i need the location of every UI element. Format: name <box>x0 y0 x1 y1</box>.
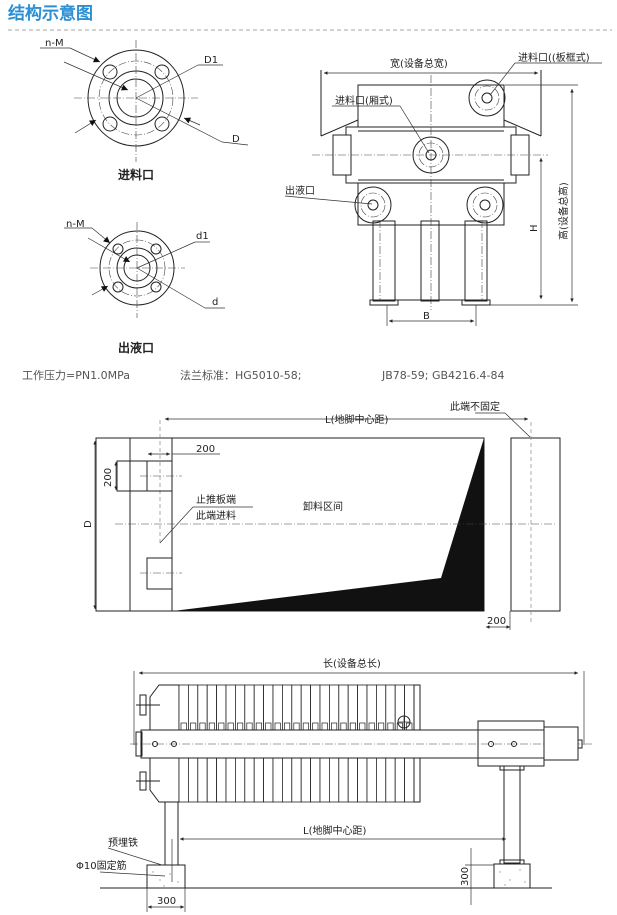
dim-300-height: 300 <box>460 867 471 886</box>
plate-handle <box>349 722 356 731</box>
plate-handle <box>387 722 394 731</box>
plate-handle <box>218 722 225 731</box>
plan-view-drawing <box>93 412 561 630</box>
plate-handle <box>274 722 281 731</box>
plate-handle <box>340 722 347 731</box>
feed-flange-drawing <box>40 40 249 162</box>
dim-200-top: 200 <box>196 444 215 455</box>
front-view-drawing <box>284 62 602 326</box>
feed-end-label: 此端进料 <box>196 509 236 522</box>
left-foundation-block <box>146 864 186 889</box>
plate-handle <box>359 722 366 731</box>
dim-200-side: 200 <box>103 468 114 487</box>
plate-handle <box>237 722 244 731</box>
total-length-label: 长(设备总长) <box>323 657 381 670</box>
right-foundation-block <box>493 863 531 889</box>
feed-outer-label: D <box>232 134 240 145</box>
spec-other-standards: JB78-59; GB4216.4-84 <box>381 369 504 382</box>
side-view-drawing <box>99 671 592 912</box>
plate-handle <box>199 722 206 731</box>
dim-300-width: 300 <box>157 896 176 907</box>
feed-bolt-circle-label: D1 <box>204 55 218 66</box>
plate-handle <box>284 722 291 731</box>
outlet-outer-label: d <box>212 297 218 308</box>
feed-flange-caption: 进料口 <box>118 167 154 182</box>
discharge-wedge <box>173 438 484 611</box>
height-label: H <box>529 224 540 232</box>
plan-footing-distance-label: L(地脚中心距) <box>325 413 388 426</box>
total-height-label: 高(设备总高) <box>557 182 570 240</box>
thrust-end-label: 止推板端 <box>196 493 236 506</box>
plate-handle <box>227 722 234 731</box>
feed-bolt-label: n-M <box>45 38 64 49</box>
outlet-bolt-label: n-M <box>66 219 85 230</box>
plate-handle <box>208 722 215 731</box>
embedded-iron-label: 预埋铁 <box>108 836 138 849</box>
depth-label: D <box>83 520 94 528</box>
dim-200-right: 200 <box>487 616 506 627</box>
discharge-zone-label: 卸料区间 <box>303 500 343 513</box>
spec-pressure: 工作压力=PN1.0MPa <box>22 369 130 382</box>
outlet-flange-drawing <box>64 222 225 318</box>
plate-handle <box>180 722 187 731</box>
spec-flange-standard: 法兰标准：HG5010-58; <box>180 368 301 382</box>
base-width-label: B <box>423 311 430 322</box>
plate-handle <box>368 722 375 731</box>
plate-handle <box>190 722 197 731</box>
plate-handle <box>312 722 319 731</box>
plate-handle <box>265 722 272 731</box>
page-title: 结构示意图 <box>8 3 93 24</box>
plate-handle <box>378 722 385 731</box>
side-footing-distance-label: L(地脚中心距) <box>303 824 366 837</box>
plate-handle <box>255 722 262 731</box>
outlet-flange-caption: 出液口 <box>118 340 154 355</box>
width-label: 宽(设备总宽) <box>390 57 448 70</box>
feed-plate-frame-label: 进料口((板框式) <box>518 51 590 64</box>
plate-handle <box>321 722 328 731</box>
hydraulic-cylinder <box>543 726 579 761</box>
plate-handle <box>246 722 253 731</box>
rebar-label: Φ10固定筋 <box>76 859 127 872</box>
plate-handle <box>331 722 338 731</box>
plate-handle <box>293 722 300 731</box>
plate-handle <box>302 722 309 731</box>
outlet-label: 出液口 <box>285 184 315 197</box>
feed-chamber-label: 进料口(厢式) <box>335 94 393 107</box>
free-end-label: 此端不固定 <box>450 400 500 413</box>
outlet-bolt-circle-label: d1 <box>196 231 209 242</box>
